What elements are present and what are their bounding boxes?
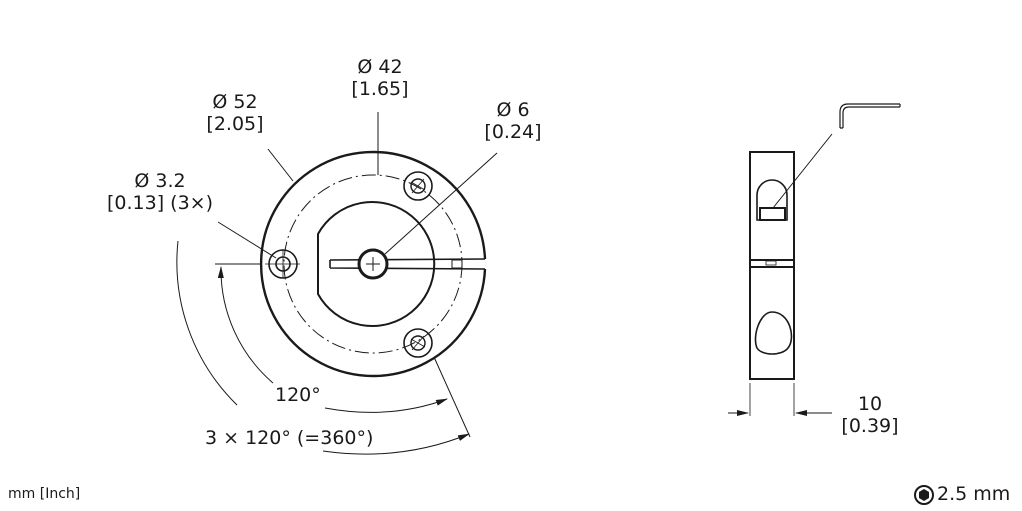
mount-hole-dim: Ø 3.2 [0.13] (3×): [100, 170, 220, 214]
dim-mm: Ø 6: [496, 99, 530, 121]
hex-socket-icon: [914, 485, 934, 505]
mount-hole-left: [265, 249, 300, 279]
mount-hole-bottom: [403, 328, 433, 358]
dim-mm: Ø 42: [357, 56, 403, 78]
teardrop-hole: [754, 311, 793, 355]
angle-spacing: 120°: [275, 384, 321, 406]
dim-mm: Ø 52: [212, 91, 258, 113]
front-view: [176, 112, 498, 455]
hex-key-icon: [839, 103, 901, 129]
bolt-circle-dim: Ø 42 [1.65]: [345, 56, 415, 100]
side-view: [728, 103, 901, 416]
dim-inch: [2.05]: [206, 113, 264, 135]
bore-dim: Ø 6 [0.24]: [478, 99, 548, 143]
dim-inch: [0.24]: [484, 121, 542, 143]
clamp-slit: [329, 258, 486, 270]
units-note: mm [Inch]: [8, 486, 81, 502]
outer-diameter-dim: Ø 52 [2.05]: [200, 91, 270, 135]
inner-bore: [317, 201, 436, 327]
dim-mm: 10: [857, 393, 883, 415]
mount-hole-top: [403, 171, 433, 201]
dim-inch: [0.39]: [841, 415, 899, 437]
dim-inch: [1.65]: [351, 78, 409, 100]
hex-key-size: 2.5 mm: [937, 483, 1011, 505]
screw-pocket: [756, 179, 788, 221]
dim-mm: Ø 3.2: [134, 170, 186, 192]
angle-total: 3 × 120° (=360°): [205, 427, 374, 449]
dim-inch: [0.13] (3×): [106, 192, 213, 214]
side-width-dim: 10 [0.39]: [835, 393, 905, 437]
